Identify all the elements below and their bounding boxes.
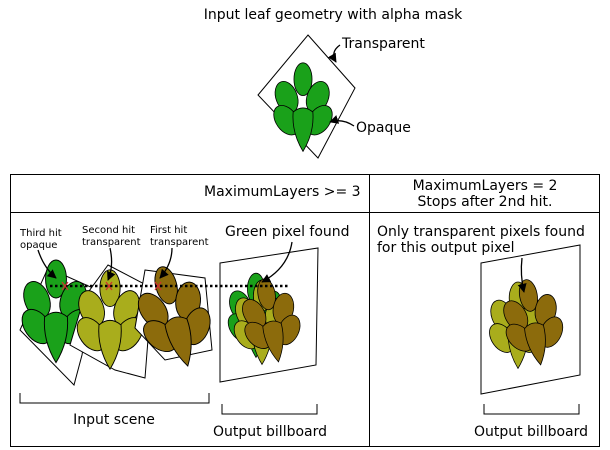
left-billboard-label: Output billboard	[213, 424, 327, 440]
opaque-arrow	[329, 115, 355, 127]
right-note-line2: for this output pixel	[377, 240, 514, 256]
right-header-line1: MaximumLayers = 2	[413, 178, 558, 194]
input-scene-label: Input scene	[73, 412, 155, 428]
first-hit-arrow	[159, 247, 173, 279]
first-hit-label-2: transparent	[150, 237, 209, 248]
top-leaf-cluster	[268, 62, 338, 152]
right-billboard-bracket	[483, 404, 580, 415]
second-hit-label-1: Second hit	[82, 225, 135, 236]
green-found-label: Green pixel found	[225, 224, 350, 240]
transparent-arrow	[327, 44, 341, 63]
right-note-arrow	[517, 257, 527, 293]
third-hit-label-1: Third hit	[19, 228, 62, 239]
second-hit-label-2: transparent	[82, 237, 141, 248]
top-title: Input leaf geometry with alpha mask	[204, 7, 463, 23]
hit-markers	[61, 281, 162, 291]
panels-frame	[10, 174, 600, 447]
second-hit-arrow	[107, 247, 116, 281]
left-header: MaximumLayers >= 3	[204, 184, 361, 200]
first-hit-label-1: First hit	[150, 225, 187, 236]
green-found-arrow	[261, 241, 293, 283]
opaque-label: Opaque	[356, 120, 411, 136]
input-scene-bracket	[19, 393, 210, 404]
right-note-line1: Only transparent pixels found	[377, 224, 585, 240]
left-billboard-bracket	[221, 404, 318, 415]
right-billboard-label: Output billboard	[474, 424, 588, 440]
third-hit-label-2: opaque	[20, 240, 57, 251]
top-alpha-boundary	[257, 34, 356, 159]
transparent-label: Transparent	[341, 36, 425, 52]
third-hit-arrow	[37, 249, 57, 279]
right-header-line2: Stops after 2nd hit.	[418, 194, 553, 210]
